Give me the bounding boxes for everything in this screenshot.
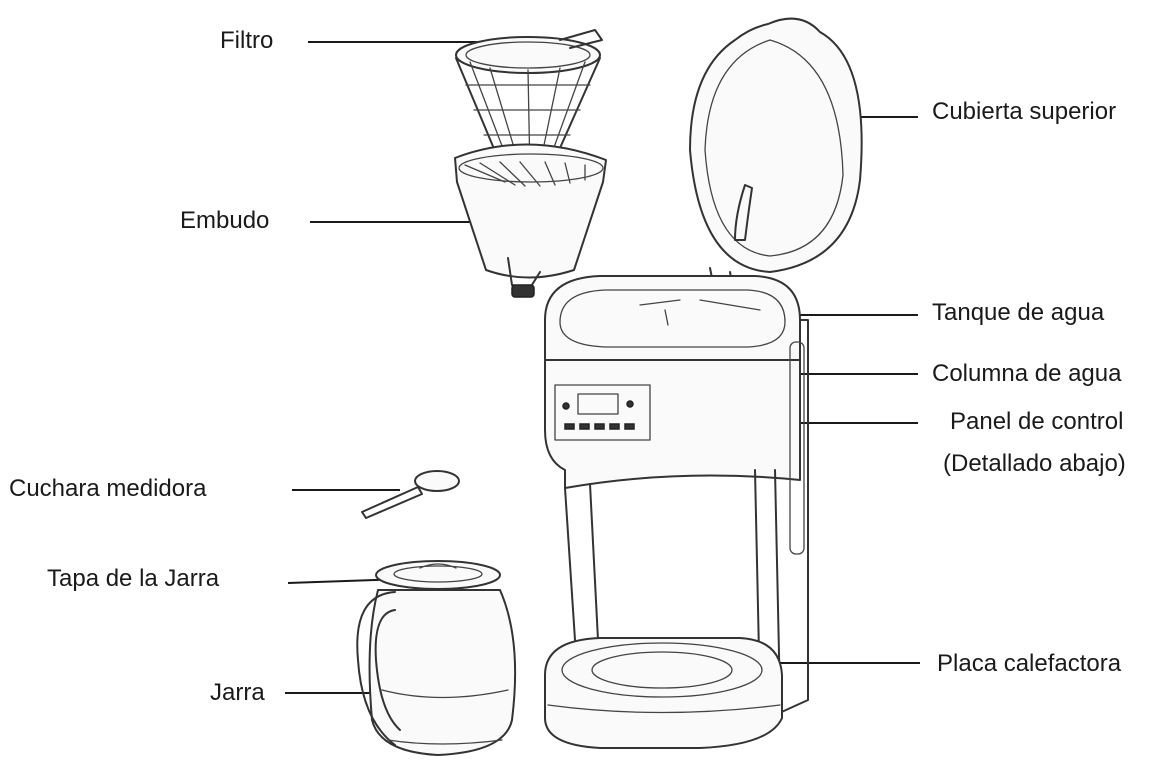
- funnel-drawing: [454, 143, 607, 298]
- label-embudo: Embudo: [180, 207, 270, 234]
- label-cubierta-superior: Cubierta superior: [932, 98, 1117, 125]
- machine-body-drawing: [544, 275, 809, 749]
- label-detallado-abajo: (Detallado abajo): [943, 450, 1126, 477]
- label-tanque-de-agua: Tanque de agua: [932, 299, 1105, 326]
- top-lid-drawing: [689, 17, 863, 283]
- label-jarra: Jarra: [210, 679, 265, 706]
- label-columna-de-agua: Columna de agua: [932, 360, 1122, 387]
- label-cuchara-medidora: Cuchara medidora: [9, 475, 207, 502]
- measuring-spoon-drawing: [361, 470, 460, 519]
- label-panel-de-control: Panel de control: [950, 408, 1124, 435]
- carafe-drawing: [356, 560, 517, 756]
- label-filtro: Filtro: [220, 27, 274, 54]
- filter-basket-drawing: [455, 29, 603, 176]
- label-placa-calefactora: Placa calefactora: [937, 650, 1122, 677]
- label-tapa-de-la-jarra: Tapa de la Jarra: [47, 565, 220, 592]
